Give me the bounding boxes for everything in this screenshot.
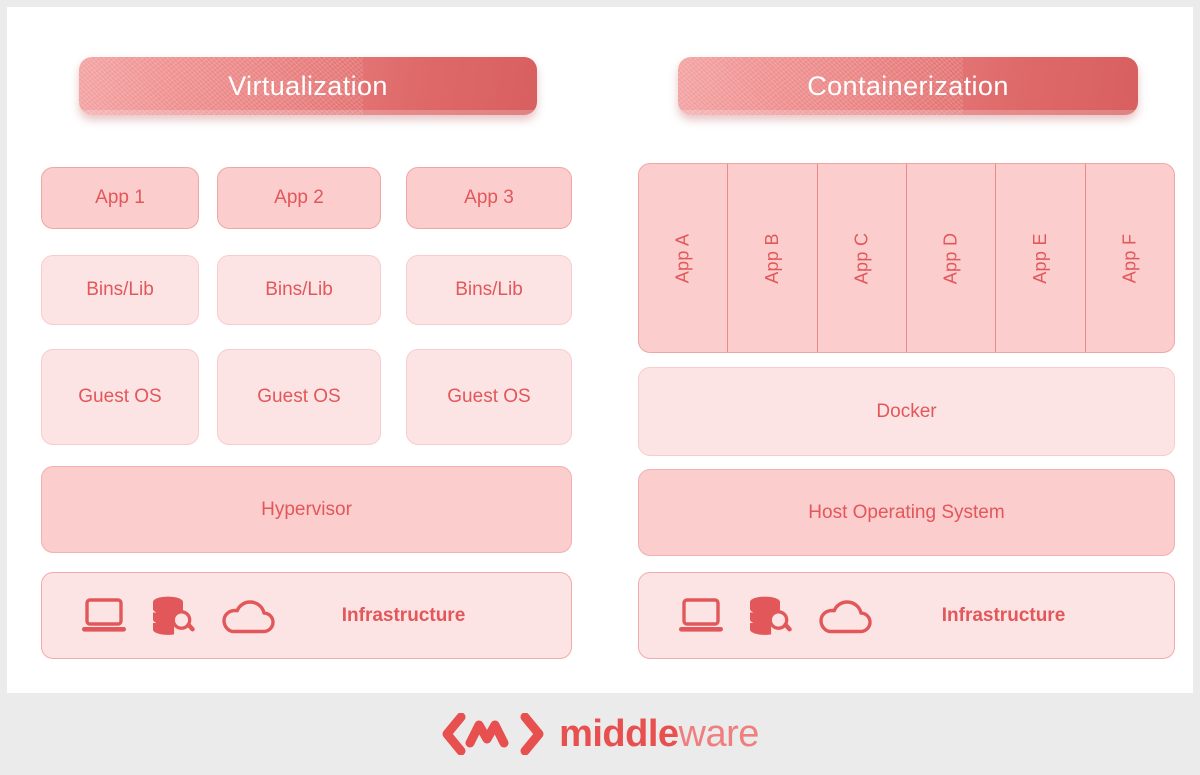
laptop-icon — [80, 597, 128, 635]
left-guest-os-box-3: Guest OS — [406, 349, 572, 445]
database-search-icon — [747, 595, 795, 637]
host-operating-system-box: Host Operating System — [638, 469, 1175, 556]
left-bins-box-2: Bins/Lib — [217, 255, 381, 325]
hypervisor-label: Hypervisor — [261, 498, 352, 520]
left-guest-os-label-3: Guest OS — [447, 386, 531, 407]
docker-box: Docker — [638, 367, 1175, 456]
right-app-column-6: App F — [1086, 164, 1174, 352]
left-app-label-3: App 3 — [464, 187, 514, 208]
right-app-column-1: App A — [639, 164, 729, 352]
virtualization-banner: Virtualization — [79, 57, 537, 115]
diagram-board: Virtualization App 1 App 2 App 3 Bins/Li… — [7, 7, 1193, 693]
right-app-label-3: App C — [851, 232, 872, 284]
footer-bar: middleware — [0, 693, 1200, 775]
brand-name: middleware — [559, 715, 759, 753]
left-guest-os-box-2: Guest OS — [217, 349, 381, 445]
right-app-label-5: App E — [1029, 232, 1050, 284]
right-infrastructure-label: Infrastructure — [941, 604, 1066, 626]
left-bins-label-1: Bins/Lib — [86, 279, 154, 300]
brand-name-light: ware — [678, 713, 760, 755]
left-bins-box-1: Bins/Lib — [41, 255, 199, 325]
cloud-icon — [220, 596, 278, 636]
left-guest-os-label-1: Guest OS — [78, 386, 162, 407]
left-app-label-2: App 2 — [274, 187, 324, 208]
left-infrastructure-box: Infrastructure — [41, 572, 572, 659]
left-app-label-1: App 1 — [95, 187, 145, 208]
right-app-column-2: App B — [728, 164, 818, 352]
host-operating-system-label: Host Operating System — [808, 501, 1005, 523]
right-app-label-4: App D — [940, 232, 961, 284]
left-infrastructure-label: Infrastructure — [341, 604, 466, 626]
right-infrastructure-icons — [677, 595, 875, 637]
container-apps-group: App A App B App C App D App E App F — [638, 163, 1175, 353]
right-infrastructure-box: Infrastructure — [638, 572, 1175, 659]
right-app-label-1: App A — [672, 233, 693, 283]
hypervisor-box: Hypervisor — [41, 466, 572, 553]
right-app-column-5: App E — [996, 164, 1086, 352]
right-app-column-3: App C — [818, 164, 907, 352]
containerization-banner: Containerization — [678, 57, 1138, 115]
laptop-icon — [677, 597, 725, 635]
cloud-icon — [817, 596, 875, 636]
left-guest-os-label-2: Guest OS — [257, 386, 341, 407]
containerization-banner-title: Containerization — [807, 70, 1009, 101]
middleware-logo: middleware — [441, 713, 759, 755]
left-bins-label-2: Bins/Lib — [265, 279, 333, 300]
right-app-label-2: App B — [761, 232, 782, 284]
right-app-label-6: App F — [1119, 233, 1140, 283]
left-infrastructure-icons — [80, 595, 278, 637]
chevron-m-w-logo-icon — [441, 713, 545, 755]
left-bins-label-3: Bins/Lib — [455, 279, 523, 300]
right-app-column-4: App D — [907, 164, 997, 352]
left-bins-box-3: Bins/Lib — [406, 255, 572, 325]
left-guest-os-box-1: Guest OS — [41, 349, 199, 445]
docker-label: Docker — [876, 400, 937, 422]
brand-name-strong: middle — [559, 713, 679, 755]
virtualization-banner-title: Virtualization — [228, 70, 388, 101]
database-search-icon — [150, 595, 198, 637]
left-app-box-3: App 3 — [406, 167, 572, 229]
left-app-box-1: App 1 — [41, 167, 199, 229]
left-app-box-2: App 2 — [217, 167, 381, 229]
